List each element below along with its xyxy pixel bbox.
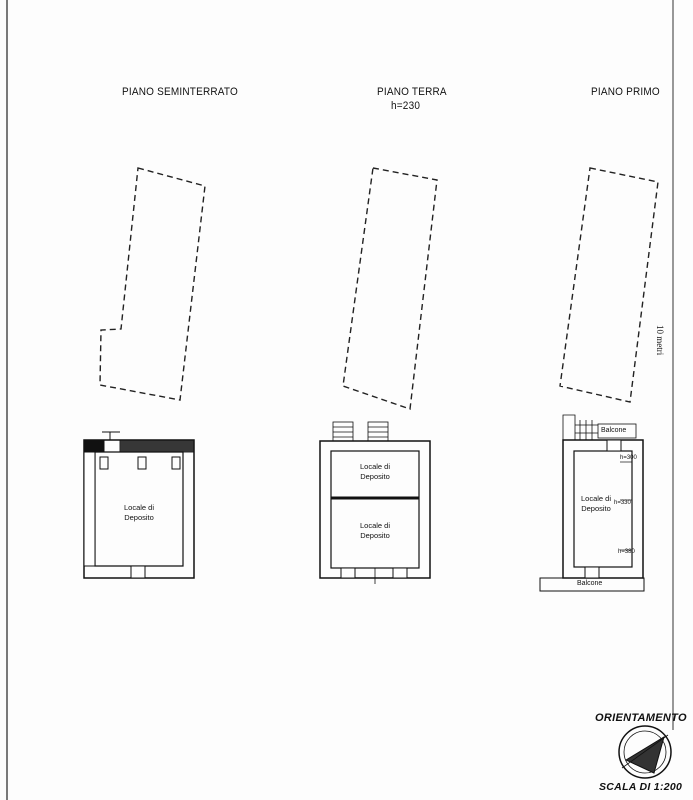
- footprint-outline-primo: [559, 167, 659, 403]
- footprint-outline-seminterrato: [99, 167, 206, 401]
- footprint-outline-terra: [342, 167, 438, 410]
- plan-title-primo: PIANO PRIMO: [591, 86, 660, 99]
- plan-title-seminterrato: PIANO SEMINTERRATO: [122, 86, 239, 99]
- room-label-seminterrato: Locale di Deposito: [123, 503, 155, 522]
- plan-title-terra: PIANO TERRA: [377, 86, 447, 99]
- balcony-label-top: Balcone: [601, 427, 627, 434]
- margin-scale-text: 10 metri: [655, 325, 665, 356]
- balcony-label-bottom: Balcone: [577, 580, 603, 587]
- room-label-terra-upper: Locale di Deposito: [359, 462, 391, 481]
- scale-label: SCALA DI 1:200: [599, 781, 683, 793]
- plan-terra: [319, 421, 431, 584]
- plan-subtitle-terra: h=230: [391, 100, 421, 113]
- height-label-2: h=330: [614, 500, 631, 506]
- north-arrow-icon: [618, 725, 672, 779]
- height-label-3: h=380: [618, 549, 635, 555]
- height-label-1: h=300: [620, 455, 637, 461]
- plan-primo: [539, 414, 645, 592]
- orientation-label: ORIENTAMENTO: [595, 712, 687, 724]
- plan-seminterrato: [83, 431, 195, 579]
- room-label-terra-lower: Locale di Deposito: [359, 521, 391, 540]
- room-label-primo: Locale di Deposito: [580, 494, 612, 513]
